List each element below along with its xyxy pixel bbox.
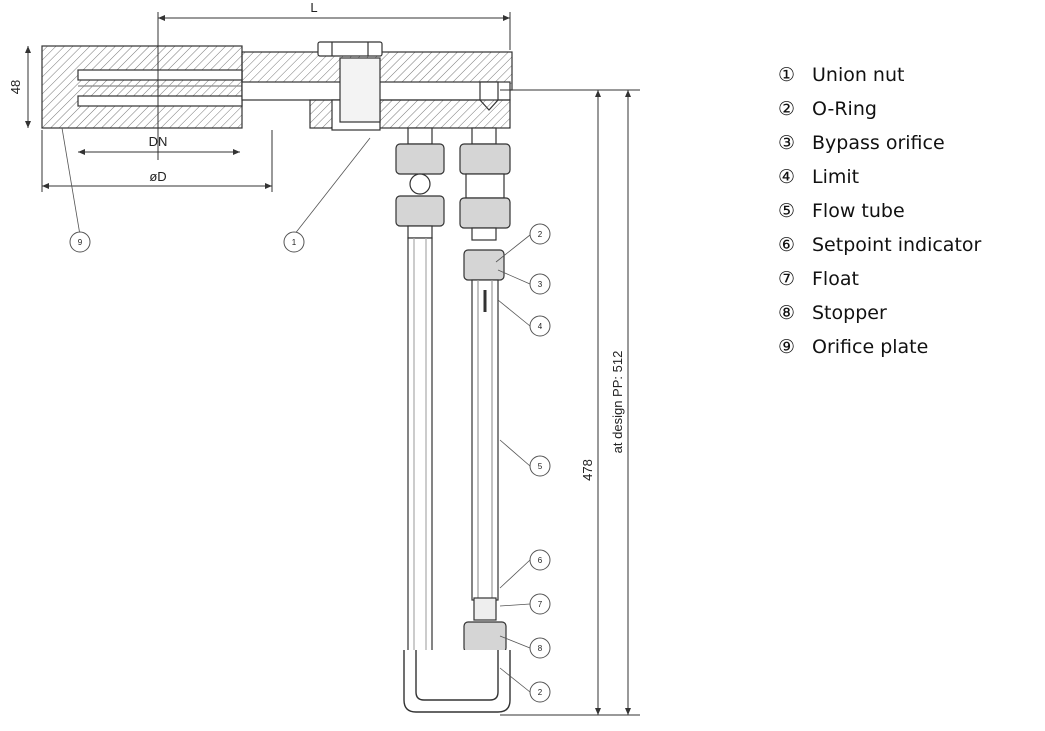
legend-number: ⑦	[778, 268, 796, 290]
svg-text:6: 6	[538, 556, 543, 565]
legend-item: ⑤ Flow tube	[778, 194, 981, 228]
svg-text:5: 5	[538, 462, 543, 471]
legend-item: ⑨ Orifice plate	[778, 330, 981, 364]
parts-legend: ① Union nut ② O-Ring ③ Bypass orifice ④ Limi…	[778, 58, 981, 364]
legend-label: Bypass orifice	[812, 132, 945, 154]
callout-6: 6	[529, 549, 551, 571]
svg-text:1: 1	[292, 238, 297, 247]
svg-text:4: 4	[538, 322, 543, 331]
svg-text:3: 3	[538, 280, 543, 289]
svg-text:8: 8	[538, 644, 543, 653]
legend-item: ④ Limit	[778, 160, 981, 194]
svg-text:2: 2	[538, 688, 543, 697]
dim-length: L	[310, 0, 317, 15]
callout-2-bottom: 2	[529, 681, 551, 703]
callout-7: 7	[529, 593, 551, 615]
legend-item: ⑦ Float	[778, 262, 981, 296]
legend-item: ③ Bypass orifice	[778, 126, 981, 160]
dim-nominal-diameter: DN	[149, 134, 168, 149]
legend-label: Setpoint indicator	[812, 234, 982, 256]
legend-number: ①	[778, 64, 796, 86]
callout-3: 3	[529, 273, 551, 295]
legend-number: ③	[778, 132, 796, 154]
legend-item: ① Union nut	[778, 58, 981, 92]
legend-item: ⑥ Setpoint indicator	[778, 228, 981, 262]
left-valve	[395, 127, 445, 239]
svg-text:2: 2	[538, 230, 543, 239]
callout-2-top: 2	[529, 223, 551, 245]
union-nut	[317, 41, 383, 123]
legend-number: ⑧	[778, 302, 796, 324]
dimension-lines	[25, 12, 640, 716]
legend-label: Union nut	[812, 64, 905, 86]
callout-5: 5	[529, 455, 551, 477]
svg-text:9: 9	[78, 238, 83, 247]
bypass-tube	[407, 237, 433, 659]
legend-label: Stopper	[812, 302, 887, 324]
legend-number: ⑨	[778, 336, 796, 358]
dim-outer-diameter: øD	[149, 169, 166, 184]
legend-number: ⑤	[778, 200, 796, 222]
leader-lines	[61, 127, 531, 693]
dim-design-height: at design PP: 512	[610, 351, 625, 454]
callout-9: 9	[69, 231, 91, 253]
legend-number: ⑥	[778, 234, 796, 256]
legend-item: ② O-Ring	[778, 92, 981, 126]
legend-label: Float	[812, 268, 859, 290]
callout-4: 4	[529, 315, 551, 337]
flow-tube	[463, 249, 507, 653]
bottom-bend	[403, 650, 511, 713]
right-valve	[459, 127, 511, 241]
legend-item: ⑧ Stopper	[778, 296, 981, 330]
legend-label: Limit	[812, 166, 860, 188]
legend-label: Orifice plate	[812, 336, 929, 358]
orifice-plate-body	[41, 45, 243, 129]
dim-total-height: 478	[580, 459, 595, 481]
technical-drawing: L 48 DN øD 478 at design PP: 512 9 1 2 3…	[8, 0, 640, 716]
legend-number: ②	[778, 98, 796, 120]
svg-text:7: 7	[538, 600, 543, 609]
dim-height: 48	[8, 80, 23, 94]
legend-label: O-Ring	[812, 98, 877, 120]
callout-1: 1	[283, 231, 305, 253]
legend-number: ④	[778, 166, 796, 188]
legend-label: Flow tube	[812, 200, 905, 222]
callout-8: 8	[529, 637, 551, 659]
